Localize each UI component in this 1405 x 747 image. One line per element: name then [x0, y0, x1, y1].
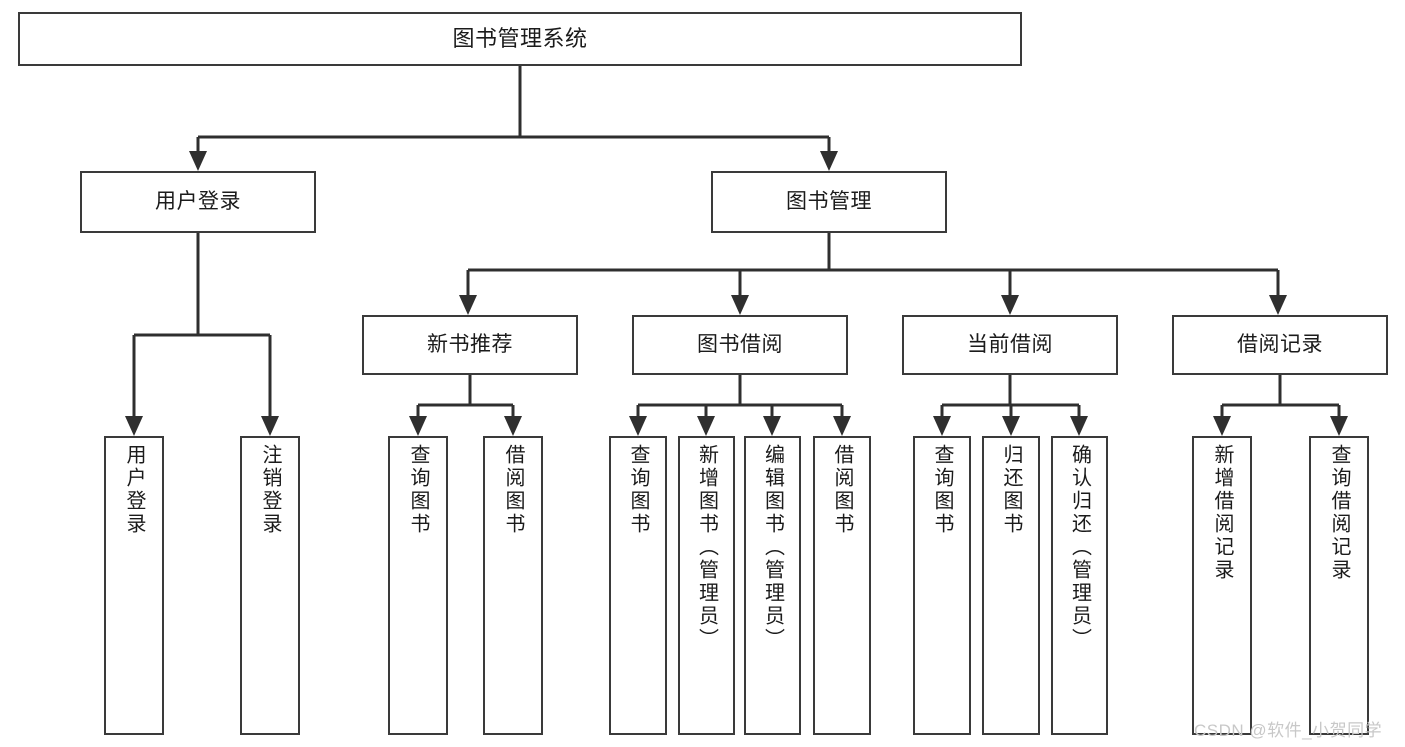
node-label-leaf-borrow-book-2: 借阅图书 [831, 444, 853, 536]
connector-book_manage_to_level3-drop-2-head [1001, 295, 1019, 315]
node-leaf-add-book-admin[interactable]: 新增图书（管理员） [678, 436, 735, 735]
connector-current_borrow_to_leaves-drop-1-head [1002, 416, 1020, 436]
node-label-leaf-confirm-return-admin: 确认归还（管理员） [1068, 444, 1091, 651]
node-leaf-return-book[interactable]: 归还图书 [982, 436, 1040, 735]
node-label-user-login: 用户登录 [155, 189, 241, 213]
node-label-leaf-user-login: 用户登录 [123, 444, 145, 536]
node-label-leaf-return-book: 归还图书 [1000, 444, 1022, 536]
node-label-leaf-add-book-admin: 新增图书（管理员） [695, 444, 718, 651]
node-book-borrow[interactable]: 图书借阅 [632, 315, 848, 375]
node-root[interactable]: 图书管理系统 [18, 12, 1022, 66]
node-label-leaf-user-logout: 注销登录 [259, 444, 281, 536]
node-label-leaf-borrow-book-1: 借阅图书 [502, 444, 524, 536]
connector-user_login_to_leaves-drop-1-head [261, 416, 279, 436]
node-leaf-confirm-return-admin[interactable]: 确认归还（管理员） [1051, 436, 1108, 735]
connector-book_manage_to_level3-drop-3-head [1269, 295, 1287, 315]
node-label-leaf-add-borrow-record: 新增借阅记录 [1211, 444, 1233, 582]
connector-book_borrow_to_leaves-drop-3-head [833, 416, 851, 436]
node-user-login[interactable]: 用户登录 [80, 171, 316, 233]
node-label-root: 图书管理系统 [452, 26, 588, 52]
connector-book_borrow_to_leaves-drop-1-head [697, 416, 715, 436]
connector-book_manage_to_level3-drop-1-head [731, 295, 749, 315]
node-label-leaf-query-book-3: 查询图书 [931, 444, 953, 536]
connector-current_borrow_to_leaves-drop-2-head [1070, 416, 1088, 436]
node-leaf-user-login[interactable]: 用户登录 [104, 436, 164, 735]
node-label-borrow-record: 借阅记录 [1237, 332, 1323, 356]
connector-new_book_recommend_to_leaves-drop-0-head [409, 416, 427, 436]
node-leaf-borrow-book-2[interactable]: 借阅图书 [813, 436, 871, 735]
node-new-book-recommend[interactable]: 新书推荐 [362, 315, 578, 375]
connector-root_to_level2-drop-1-head [820, 151, 838, 171]
node-leaf-borrow-book-1[interactable]: 借阅图书 [483, 436, 543, 735]
node-label-leaf-query-book-1: 查询图书 [407, 444, 429, 536]
connector-book_manage_to_level3-drop-0-head [459, 295, 477, 315]
connector-root_to_level2-drop-0-head [189, 151, 207, 171]
connector-borrow_record_to_leaves-drop-0-head [1213, 416, 1231, 436]
node-leaf-query-book-2[interactable]: 查询图书 [609, 436, 667, 735]
node-leaf-query-borrow-record[interactable]: 查询借阅记录 [1309, 436, 1369, 735]
node-book-manage[interactable]: 图书管理 [711, 171, 947, 233]
node-label-leaf-query-borrow-record: 查询借阅记录 [1328, 444, 1350, 582]
connector-book_borrow_to_leaves-drop-0-head [629, 416, 647, 436]
node-leaf-query-book-1[interactable]: 查询图书 [388, 436, 448, 735]
node-label-new-book-recommend: 新书推荐 [427, 332, 513, 356]
node-leaf-query-book-3[interactable]: 查询图书 [913, 436, 971, 735]
node-label-book-manage: 图书管理 [786, 189, 872, 213]
node-leaf-user-logout[interactable]: 注销登录 [240, 436, 300, 735]
node-label-current-borrow: 当前借阅 [967, 332, 1053, 356]
connector-borrow_record_to_leaves-drop-1-head [1330, 416, 1348, 436]
node-label-leaf-edit-book-admin: 编辑图书（管理员） [761, 444, 784, 651]
node-current-borrow[interactable]: 当前借阅 [902, 315, 1118, 375]
node-label-leaf-query-book-2: 查询图书 [627, 444, 649, 536]
connector-user_login_to_leaves-drop-0-head [125, 416, 143, 436]
connector-new_book_recommend_to_leaves-drop-1-head [504, 416, 522, 436]
connector-book_borrow_to_leaves-drop-2-head [763, 416, 781, 436]
connector-current_borrow_to_leaves-drop-0-head [933, 416, 951, 436]
node-label-book-borrow: 图书借阅 [697, 332, 783, 356]
node-leaf-add-borrow-record[interactable]: 新增借阅记录 [1192, 436, 1252, 735]
node-leaf-edit-book-admin[interactable]: 编辑图书（管理员） [744, 436, 801, 735]
node-borrow-record[interactable]: 借阅记录 [1172, 315, 1388, 375]
